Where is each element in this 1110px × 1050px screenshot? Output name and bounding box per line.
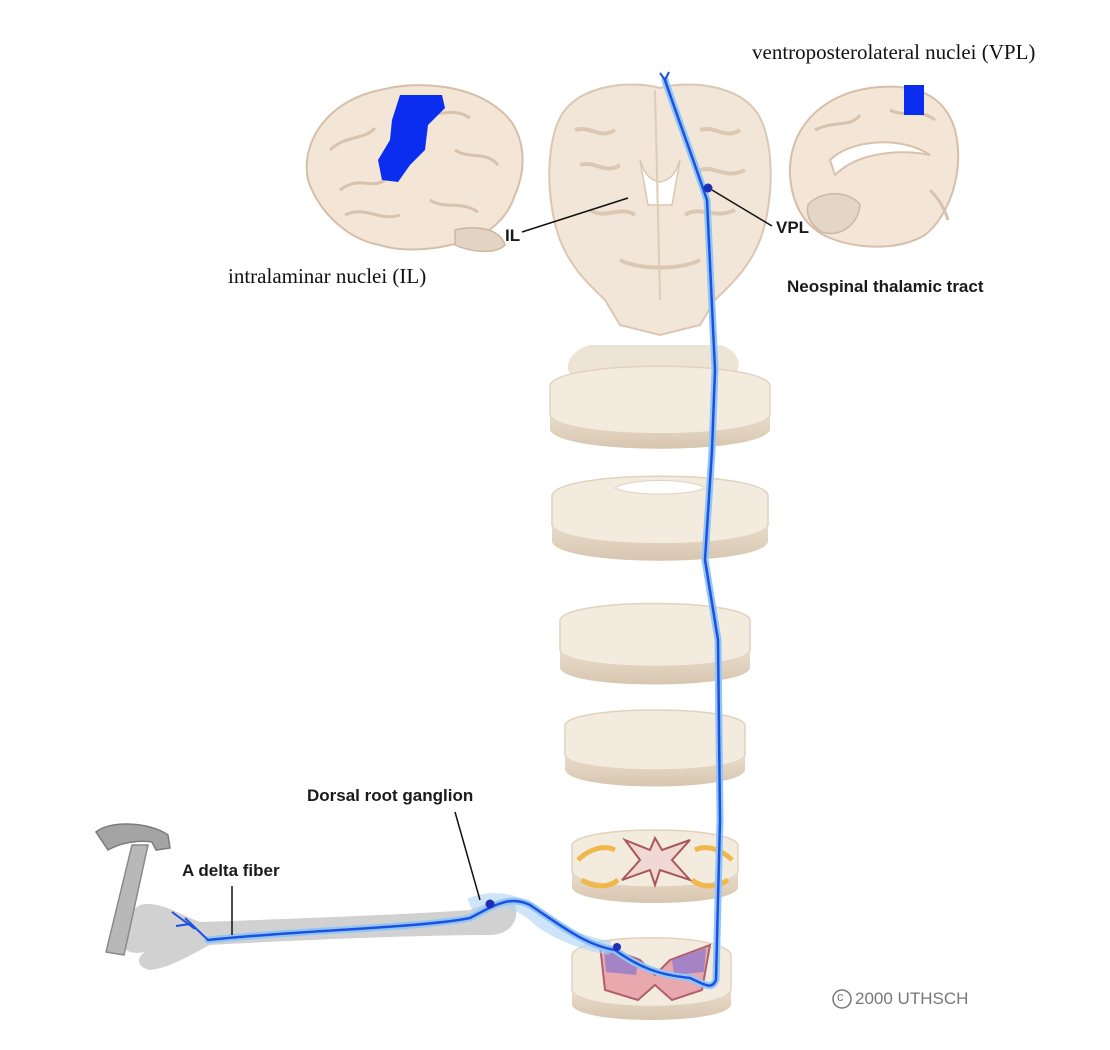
dorsal-horn-right [672, 948, 706, 975]
somatosensory-cortex-highlight [378, 95, 445, 182]
tract-label: Neospinal thalamic tract [787, 277, 984, 296]
hammer [95, 823, 171, 956]
corpus-callosum [828, 141, 931, 177]
ventricles [639, 159, 681, 206]
il-leader-line [521, 197, 629, 233]
copyright-symbol: c [837, 989, 844, 1004]
il-full-label: intralaminar nuclei (IL) [228, 264, 427, 288]
copyright-label: 2000 UTHSCH [855, 989, 969, 1008]
dorsal-horn-synapse [613, 943, 621, 951]
thoracic-slab [571, 829, 739, 903]
medial-brain [788, 85, 960, 248]
thoracic-gray-matter [621, 835, 694, 889]
vpl-short-label: VPL [776, 218, 810, 237]
midbrain-slab [549, 345, 771, 449]
cervical-slab [564, 709, 746, 787]
pons-slab [551, 475, 769, 561]
cerebellum-medial [806, 193, 861, 235]
vpl-leader-line [711, 189, 773, 227]
ganglion-cell-body [485, 899, 495, 909]
vpl-synapse [703, 183, 713, 193]
drg-label: Dorsal root ganglion [307, 786, 474, 805]
fiber-nerve-endings [171, 911, 209, 941]
cerebellum-lateral [454, 227, 506, 253]
fiber-label: A delta fiber [182, 861, 280, 880]
medulla-slab [559, 602, 751, 685]
medial-cortex-highlight [904, 85, 924, 115]
cortex-terminals [659, 71, 670, 81]
lateral-brain [305, 84, 524, 253]
drg-leader-line [454, 811, 481, 901]
vpl-full-label: ventroposterolateral nuclei (VPL) [752, 40, 1036, 64]
dorsal-horn-left [604, 948, 638, 975]
il-short-label: IL [505, 226, 521, 245]
copyright-circle [832, 989, 852, 1009]
coronal-brain [548, 83, 772, 337]
